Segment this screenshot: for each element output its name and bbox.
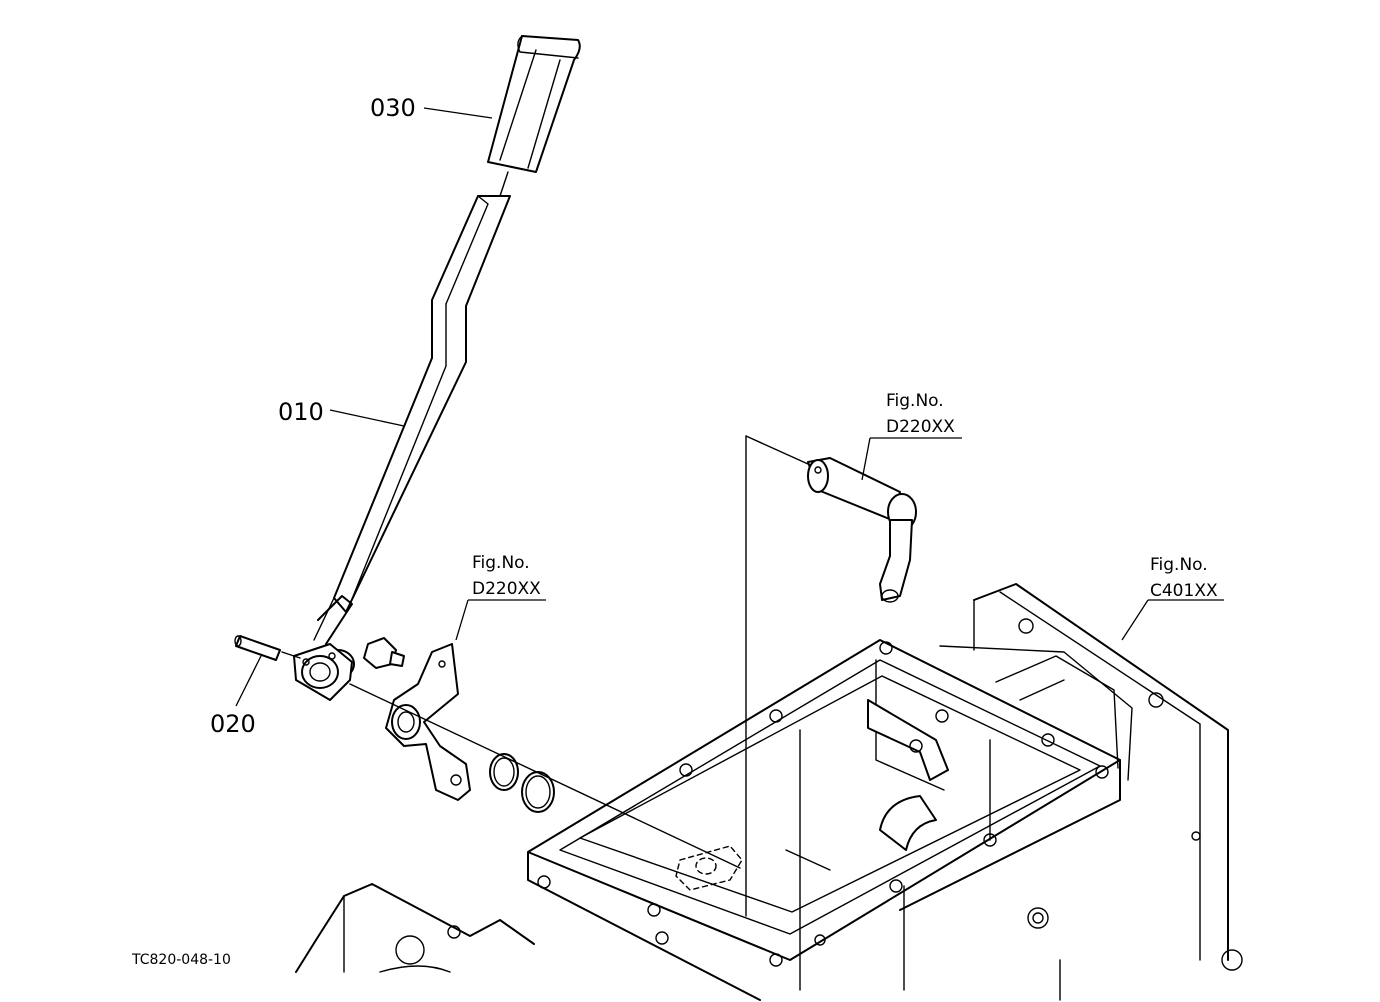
- ref1-line1: Fig.No.: [886, 391, 944, 411]
- ref2-line2: D220XX: [472, 579, 541, 599]
- ref3-line1: Fig.No.: [1150, 555, 1208, 575]
- seal-position: [675, 845, 743, 891]
- grip-axis-line: [499, 171, 509, 197]
- bolt[interactable]: [363, 637, 405, 669]
- part-030-grip[interactable]: [487, 35, 581, 173]
- ref2-line1: Fig.No.: [472, 553, 530, 573]
- callout-010: 010: [278, 398, 324, 426]
- leader-ref3: [1121, 599, 1149, 641]
- drawing-code: TC820-048-10: [131, 952, 231, 968]
- leader-020: [235, 653, 263, 707]
- bracket-plate[interactable]: [385, 643, 471, 801]
- transmission-case[interactable]: [295, 583, 1243, 1001]
- leader-030: [423, 107, 493, 119]
- assembly-axis: [349, 683, 741, 869]
- o-ring-1[interactable]: [489, 753, 519, 791]
- ref1-line2: D220XX: [886, 417, 955, 437]
- callout-020: 020: [210, 710, 256, 738]
- shift-shaft-arm[interactable]: [807, 457, 917, 603]
- leader-010: [329, 409, 405, 427]
- ref3-line2: C401XX: [1150, 581, 1218, 601]
- pin-axis-line: [281, 651, 301, 659]
- callout-030: 030: [370, 94, 416, 122]
- part-020-pin[interactable]: [234, 635, 281, 661]
- leader-ref2: [455, 599, 469, 641]
- part-010-lever[interactable]: [293, 195, 511, 701]
- shaft-axis-top: [745, 435, 809, 465]
- leader-ref1: [861, 437, 871, 481]
